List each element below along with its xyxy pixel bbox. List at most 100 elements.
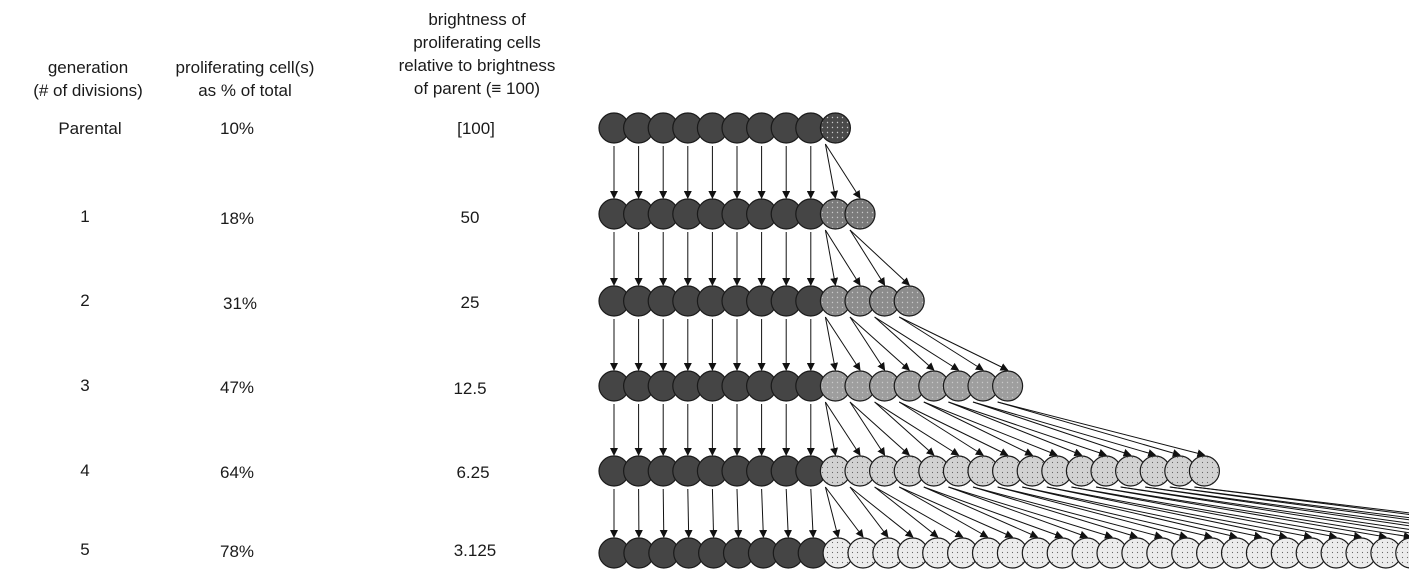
row-1-generation: 1 [80,207,90,226]
row-2-brightness: 25 [460,293,480,312]
division-arrow [874,401,935,456]
header-brightness-line2: proliferating cells [413,33,541,52]
proliferating-cell [822,537,854,569]
proliferating-cell [991,370,1024,402]
header-proliferating: proliferating cell(s) as % of total [160,56,330,102]
row-2-generation: 2 [80,291,90,310]
row-3-brightness: 12.5 [453,379,487,398]
static-arrow [808,488,817,538]
proliferating-cell [893,285,925,317]
row-1-percent: 18% [219,209,255,228]
division-arrow [948,401,1107,457]
proliferating-cell [1065,455,1098,487]
proliferating-cell [897,537,929,569]
proliferating-cell [1345,537,1377,569]
division-arrow [972,486,1138,539]
division-arrow [1095,486,1387,540]
row-4-generation: 4 [80,461,90,480]
static-arrow [709,488,718,538]
proliferating-cell [1096,537,1128,569]
division-arrow [874,401,960,456]
proliferating-cell [967,455,999,487]
division-arrow [874,486,939,538]
division-arrow [1071,486,1362,540]
division-arrow [824,316,861,371]
row-5-brightness: 3.125 [453,541,497,560]
division-arrow [898,486,1014,538]
division-arrow [1145,486,1409,524]
division-arrow [849,229,886,286]
division-arrow [1046,486,1288,540]
division-arrow [1169,486,1409,519]
proliferating-cell [996,537,1029,569]
proliferating-cell [819,455,852,487]
division-arrow [948,486,1089,539]
division-arrow [972,401,1132,457]
division-arrow [1022,486,1238,540]
division-arrow [825,486,864,538]
proliferating-cell [819,370,852,402]
division-arrow [923,401,1034,456]
header-generation-line2: (# of divisions) [33,81,143,100]
proliferating-cell [1270,537,1302,569]
division-arrow [1169,486,1409,521]
division-arrow [824,316,839,371]
division-arrow [874,316,960,371]
header-brightness-line1: brightness of [428,10,526,29]
division-arrow [898,401,984,456]
proliferating-cell [844,455,876,487]
proliferating-cell [1220,537,1253,569]
division-arrow [849,229,910,286]
proliferating-cell [918,455,950,487]
row-4-brightness: 6.25 [456,463,490,482]
proliferating-cell [1164,455,1196,487]
row-0-brightness: [100] [457,119,495,138]
header-proliferating-line2: as % of total [198,81,292,100]
header-brightness-line4: of parent (≡ 100) [413,79,541,98]
proliferating-cell [1320,537,1352,569]
division-arrow [824,401,839,456]
division-arrow [849,316,886,371]
row-0-generation: Parental [58,119,122,138]
proliferating-cell [918,370,950,402]
header-brightness: brightness of proliferating cells relati… [372,8,582,100]
proliferating-cell [1071,537,1103,569]
proliferating-cell [1245,537,1278,569]
arrows-layer [610,143,1409,540]
proliferating-cell [1295,537,1327,569]
proliferating-cell [971,537,1004,569]
proliferating-cell [1188,455,1221,487]
division-arrow [972,486,1163,540]
division-arrow [1022,486,1263,540]
proliferating-cell [1171,537,1203,569]
division-arrow [849,316,910,371]
division-arrow [824,143,861,199]
proliferating-cell [946,537,979,569]
proliferating-cell [1146,537,1178,569]
proliferating-cell [893,455,925,487]
proliferating-cell [893,370,925,402]
static-arrow [659,488,668,538]
division-arrow [923,401,1058,457]
division-arrow [972,401,1157,457]
division-arrow [1046,486,1313,540]
division-arrow [874,316,935,371]
division-arrow [898,316,984,371]
proliferating-cell [1370,537,1402,569]
division-arrow [997,486,1188,540]
static-arrow [684,488,693,538]
row-1-brightness: 50 [460,208,480,227]
division-arrow [824,486,841,538]
division-arrow [898,486,989,538]
row-3-percent: 47% [219,378,255,397]
row-5-generation: 5 [80,540,90,559]
static-arrow [734,488,743,538]
division-arrow [849,401,886,456]
proliferating-cell [1046,537,1078,569]
proliferating-cell [942,370,975,402]
header-generation-line1: generation [47,58,129,77]
row-4-percent: 64% [219,463,255,482]
header-brightness-line3: relative to brightness [398,56,556,75]
cells-layer [598,112,1409,569]
division-arrow [824,401,861,456]
